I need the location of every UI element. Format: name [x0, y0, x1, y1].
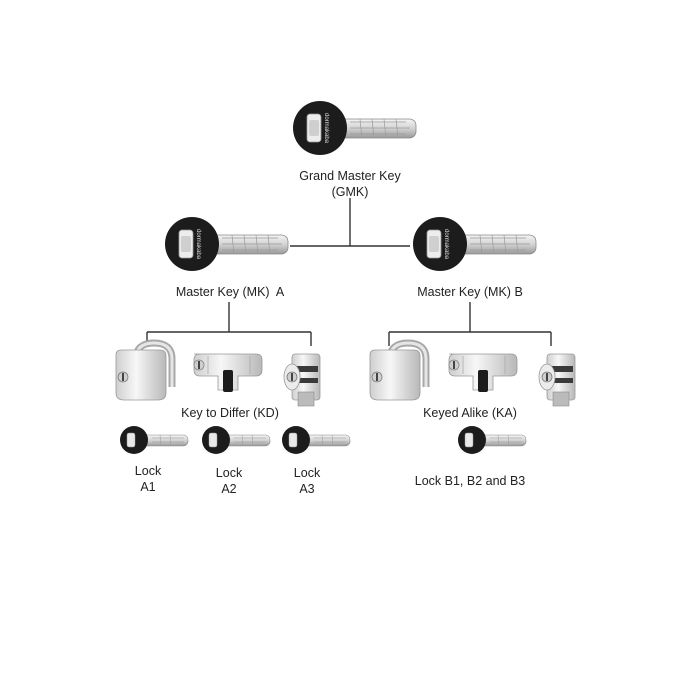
lock-a1-line2: A1 — [140, 480, 156, 494]
lock-a1-label: Lock A1 — [113, 463, 183, 495]
gmk-name: Grand Master Key — [299, 169, 401, 183]
master-key-a-label: Master Key (MK) A — [175, 285, 285, 299]
connector-lines — [146, 198, 552, 346]
grand-master-key-icon — [292, 100, 417, 156]
key-a2-icon — [201, 425, 271, 455]
lock-a2-line1: Lock — [215, 466, 243, 480]
lock-a3-label: Lock A3 — [272, 465, 342, 497]
master-key-a-icon — [164, 216, 289, 272]
padlock-icon — [116, 343, 172, 400]
lock-a3-line1: Lock — [293, 466, 321, 480]
euro-cylinder-icon — [193, 353, 263, 393]
gmk-abbr: (GMK) — [331, 185, 369, 199]
lock-a2-label: Lock A2 — [194, 465, 264, 497]
master-key-b-label: Master Key (MK) B — [417, 285, 523, 299]
key-b-icon — [457, 425, 527, 455]
cam-lock-icon — [283, 353, 321, 407]
lock-a2-line2: A2 — [221, 482, 237, 496]
key-a1-icon — [119, 425, 189, 455]
euro-cylinder-icon — [448, 353, 518, 393]
group-a-label: Key to Differ (KD) — [181, 406, 279, 420]
cam-lock-icon — [538, 353, 576, 407]
padlock-icon — [370, 343, 426, 400]
master-key-b-icon — [412, 216, 537, 272]
gmk-label: Grand Master Key (GMK) — [270, 168, 430, 200]
lock-b-label: Lock B1, B2 and B3 — [414, 474, 526, 488]
group-b-label: Keyed Alike (KA) — [423, 406, 517, 420]
lock-a1-line1: Lock — [134, 464, 162, 478]
key-a3-icon — [281, 425, 351, 455]
lock-a3-line2: A3 — [299, 482, 315, 496]
